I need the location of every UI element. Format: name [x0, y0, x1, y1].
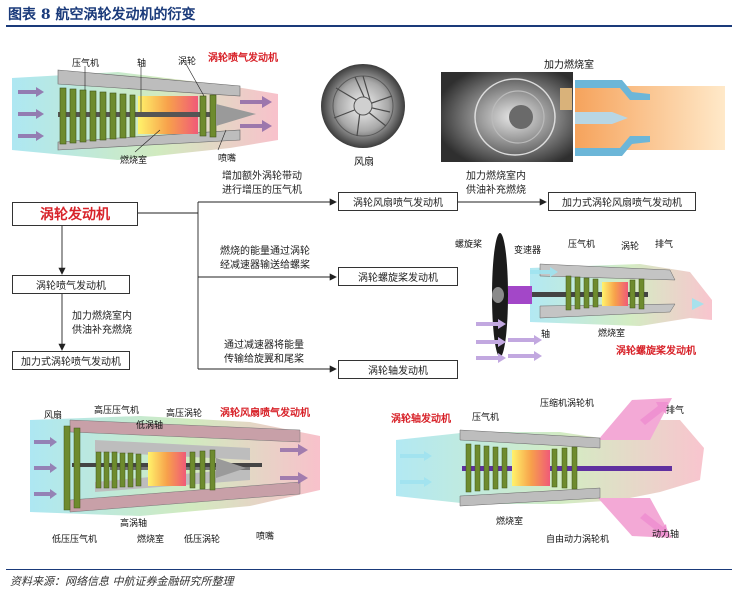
label-hp-turbine: 高压涡轮	[166, 409, 203, 419]
label-tp-shaft: 轴	[541, 330, 551, 340]
afterburner-photo	[441, 72, 573, 162]
afterburner-illustration	[575, 80, 725, 156]
turboprop-illustration	[476, 233, 712, 363]
box-afterburning-turbofan: 加力式涡轮风扇喷气发动机	[548, 192, 696, 211]
label-gas-generator-turbine: 压缩机涡轮机	[540, 399, 595, 409]
turbofan-title: 涡轮风扇喷气发动机	[220, 408, 310, 419]
label-tf-combustor: 燃烧室	[137, 535, 165, 545]
label-lp-turbine: 低压涡轮	[184, 535, 221, 545]
label-lp-compressor: 低压压气机	[52, 535, 98, 545]
label-compressor: 压气机	[72, 59, 100, 69]
label-lp-shaft: 低涡轴	[136, 421, 164, 431]
note-line: 供油补充燃烧	[72, 325, 132, 336]
label-hp-shaft: 高涡轴	[120, 519, 148, 529]
label-nozzle: 喷嘴	[218, 154, 237, 164]
note-line: 通过减速器将能量	[224, 340, 304, 351]
label-turbine: 涡轮	[178, 57, 197, 67]
note-line: 增加额外涡轮带动	[222, 171, 302, 182]
label-propeller: 螺旋桨	[455, 240, 483, 250]
box-turboprop: 涡轮螺旋桨发动机	[338, 267, 458, 286]
label-fan: 风扇	[44, 411, 63, 421]
label-tp-compressor: 压气机	[568, 240, 596, 250]
label-tf-nozzle: 喷嘴	[256, 532, 275, 542]
turboshaft-illustration	[396, 398, 704, 538]
label-combustor: 燃烧室	[120, 156, 148, 166]
label-ts-combustor: 燃烧室	[496, 517, 524, 527]
label-ts-exhaust: 排气	[666, 406, 685, 416]
fan-photo	[321, 64, 405, 148]
fan-label: 风扇	[354, 157, 374, 168]
figure-title: 图表 8 航空涡轮发动机的衍变	[8, 7, 196, 23]
box-afterburning-turbojet: 加力式涡轮喷气发动机	[12, 351, 130, 370]
flowchart-connectors	[58, 198, 547, 373]
box-turbofan: 涡轮风扇喷气发动机	[338, 192, 458, 211]
box-turboshaft: 涡轮轴发动机	[338, 360, 458, 379]
turboshaft-title: 涡轮轴发动机	[391, 414, 451, 425]
note-line: 加力燃烧室内	[72, 311, 132, 322]
turboprop-title: 涡轮螺旋桨发动机	[616, 346, 696, 357]
label-free-power-turbine: 自由动力涡轮机	[546, 535, 610, 545]
note-turboprop: 燃烧的能量通过涡轮 经减速器输送给螺桨	[220, 245, 310, 273]
note-line: 进行增压的压气机	[222, 185, 302, 196]
label-tp-exhaust: 排气	[655, 240, 674, 250]
turbojet-diagram	[12, 63, 278, 160]
box-turbine-engine: 涡轮发动机	[12, 202, 138, 226]
note-line: 燃烧的能量通过涡轮	[220, 246, 310, 257]
label-tp-combustor: 燃烧室	[598, 329, 626, 339]
label-hp-compressor: 高压压气机	[94, 406, 140, 416]
source-note: 资料来源：网络信息 中航证券金融研究所整理	[10, 575, 234, 588]
label-tp-turbine: 涡轮	[621, 242, 640, 252]
note-turboshaft: 通过减速器将能量 传输给旋翼和尾桨	[224, 339, 304, 367]
turbojet-title: 涡轮喷气发动机	[208, 53, 278, 64]
label-ts-compressor: 压气机	[472, 413, 500, 423]
label-shaft: 轴	[137, 59, 147, 69]
label-gearbox: 变速器	[514, 246, 542, 256]
note-afterburner-top: 加力燃烧室内 供油补充燃烧	[466, 170, 526, 198]
label-power-shaft: 动力轴	[652, 530, 680, 540]
note-afterburner-left: 加力燃烧室内 供油补充燃烧	[72, 310, 132, 338]
note-line: 供油补充燃烧	[466, 185, 526, 196]
afterburner-label: 加力燃烧室	[544, 60, 594, 71]
title-divider	[6, 25, 732, 27]
footer-divider	[6, 569, 732, 570]
turbofan-illustration	[30, 416, 320, 516]
note-turbofan: 增加额外涡轮带动 进行增压的压气机	[222, 170, 302, 198]
box-turbojet: 涡轮喷气发动机	[12, 275, 130, 294]
note-line: 经减速器输送给螺桨	[220, 260, 310, 271]
note-line: 传输给旋翼和尾桨	[224, 354, 304, 365]
note-line: 加力燃烧室内	[466, 171, 526, 182]
